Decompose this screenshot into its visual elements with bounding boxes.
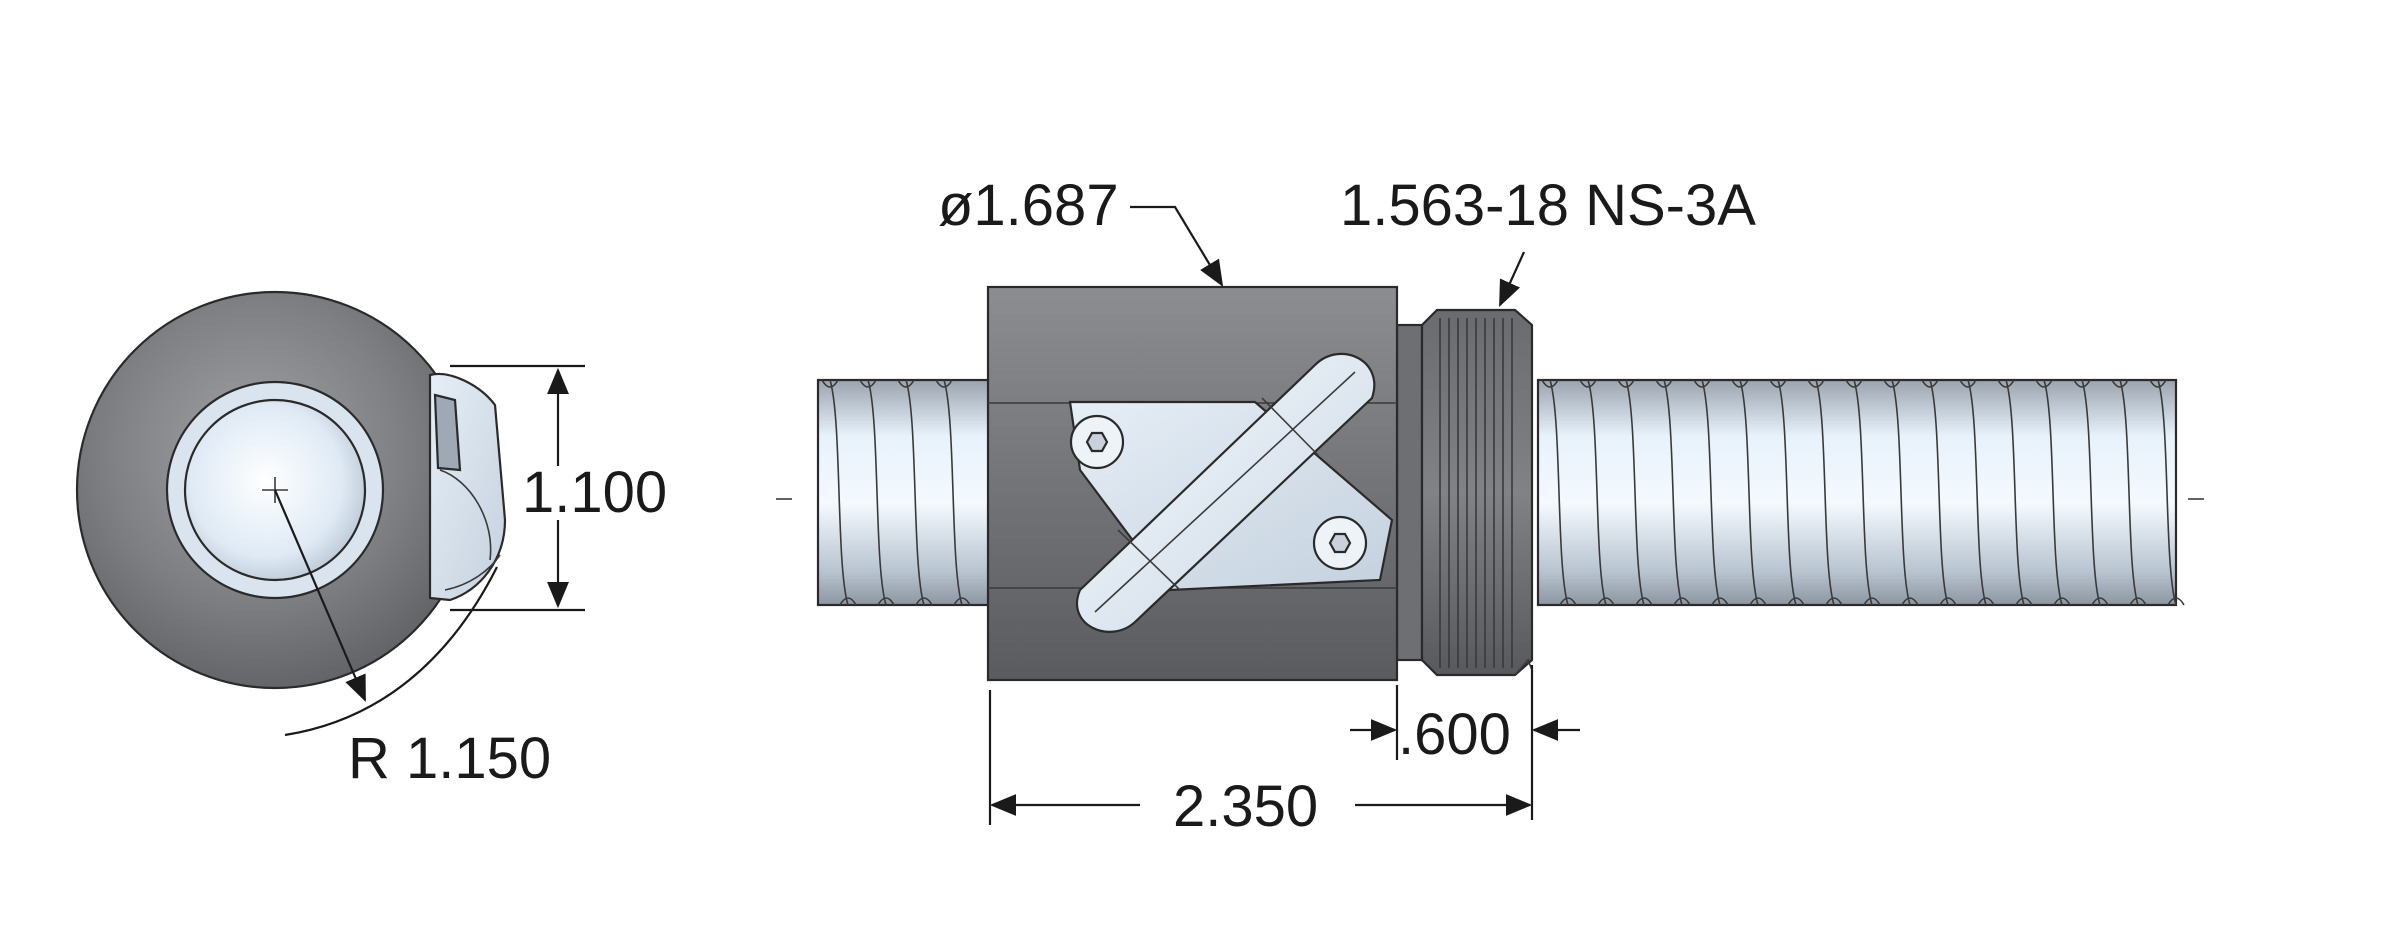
thread-groove [1663,379,1683,606]
thread-groove [1777,379,1797,606]
thread-crest-bottom [1635,597,1653,606]
dimension-radius: R 1.150 [273,489,551,791]
thread-groove [1853,379,1873,606]
thread-groove [829,379,849,606]
thread-crest-top [1541,379,1559,388]
thread-groove [1587,379,1607,606]
thread-groove [1929,379,1949,606]
socket-screw-lower [1312,515,1368,571]
thread-crest-bottom [1673,597,1691,606]
thread-crest-top [1693,379,1711,388]
thread-crest-top [1921,379,1939,388]
thread-groove [2043,379,2063,606]
dimension-flange-height: 1.100 [450,364,667,612]
thread-crest-bottom [1825,597,1843,606]
thread-crest-bottom [1559,597,1577,606]
thread-crest-bottom [877,597,895,606]
thread-crest-top [2149,379,2167,388]
thread-crest-bottom [2091,597,2109,606]
thread-crest-top [2111,379,2129,388]
dimension-overall-length: 2.350 [988,690,1533,839]
thread-groove [2157,379,2177,606]
thread-groove [2081,379,2101,606]
thread-crest-top [2035,379,2053,388]
dimension-thread-spec: 1.563-18 NS-3A [1340,173,1756,308]
thread-groove [2005,379,2025,606]
thread-crest-bottom [953,597,971,606]
thread-crest-bottom [915,597,933,606]
overall-length-label: 2.350 [1173,774,1318,839]
thread-crest-top [1959,379,1977,388]
thread-groove [867,379,887,606]
thread-crest-bottom [1597,597,1615,606]
thread-crest-top [1997,379,2015,388]
thread-crest-top [1807,379,1825,388]
thread-crest-top [1883,379,1901,388]
thread-crest-bottom [1863,597,1881,606]
thread-crest-top [935,379,953,388]
thread-groove [1701,379,1721,606]
nut-diameter-label: ø1.687 [938,173,1119,238]
socket-screw-upper [1069,414,1125,470]
thread-crest-bottom [2129,597,2147,606]
thread-crest-top [859,379,877,388]
thread-groove [943,379,963,606]
thread-groove [905,379,925,606]
thread-crest-top [1845,379,1863,388]
thread-crest-top [821,379,839,388]
thread-crest-top [1731,379,1749,388]
thread-length-label: .600 [1398,702,1511,767]
thread-groove [1815,379,1835,606]
thread-crest-top [2073,379,2091,388]
thread-crest-bottom [1977,597,1995,606]
screw-left-segment [816,378,992,607]
thread-crest-bottom [1939,597,1957,606]
thread-crest-bottom [1749,597,1767,606]
thread-spec-label: 1.563-18 NS-3A [1340,173,1756,238]
dimension-thread-length: .600 [1350,665,1580,820]
thread-groove [2119,379,2139,606]
thread-crest-bottom [2053,597,2071,606]
threaded-collar [1395,308,1534,677]
thread-groove [1625,379,1645,606]
thread-groove [1967,379,1987,606]
thread-crest-bottom [1711,597,1729,606]
thread-crest-top [1579,379,1597,388]
screw-right-segment [1536,378,2185,607]
dimension-nut-diameter: ø1.687 [938,173,1224,287]
thread-crest-top [1769,379,1787,388]
thread-crest-bottom [1787,597,1805,606]
thread-crest-top [1617,379,1635,388]
thread-groove [1549,379,1569,606]
thread-groove [1739,379,1759,606]
flange-height-label: 1.100 [522,460,667,525]
thread-crest-top [1655,379,1673,388]
thread-crest-bottom [839,597,857,606]
thread-crest-bottom [2015,597,2033,606]
thread-crest-top [897,379,915,388]
thread-crest-bottom [1901,597,1919,606]
side-view [776,285,2204,682]
radius-label: R 1.150 [348,726,551,791]
end-view-wiper-clip [428,372,507,602]
return-tube [1076,352,1376,633]
end-view [75,290,507,690]
thread-crest-bottom [2167,597,2185,606]
thread-groove [1891,379,1911,606]
